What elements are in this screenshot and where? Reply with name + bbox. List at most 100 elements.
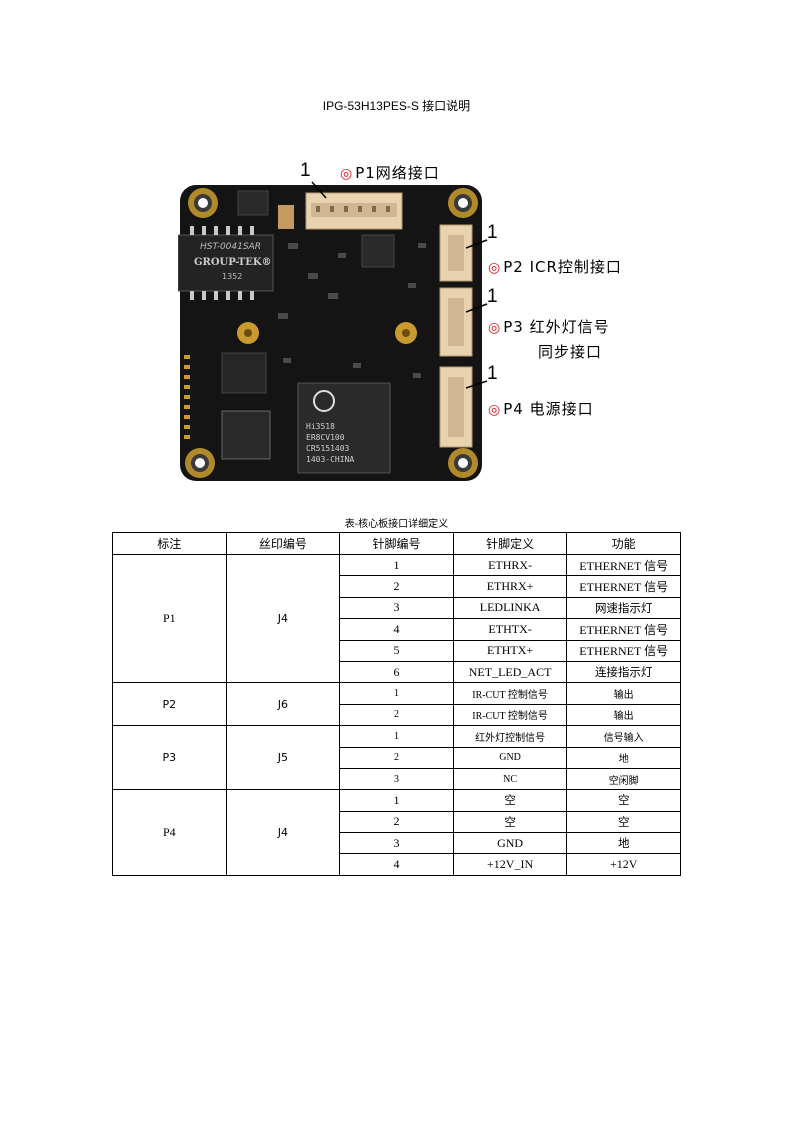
- definition-cell: IR-CUT 控制信号: [452, 703, 568, 727]
- header-definition: 针脚定义: [452, 532, 568, 555]
- pin-cell: 2: [339, 703, 454, 727]
- p4-connector: [439, 366, 473, 448]
- table-row: 4 +12V_IN +12V: [113, 853, 681, 876]
- silk-cell: J6: [225, 682, 341, 727]
- table-row: 2 IR-CUT 控制信号 输出: [113, 703, 681, 727]
- pin-cell: 6: [339, 660, 454, 684]
- table-row: P2 J6 1 IR-CUT 控制信号 输出: [112, 682, 681, 727]
- soc-chip: Hi3518 ER8CV100 CR5151403 1403-CHINA: [297, 382, 391, 474]
- pin-cell: 1: [339, 682, 454, 705]
- function-cell: ETHERNET 信号: [566, 639, 681, 662]
- table-row: 2 空 空: [113, 810, 681, 834]
- definition-cell: ETHTX+: [452, 639, 568, 662]
- table-row: P3 J5 1 红外灯控制信号 信号输入: [112, 725, 681, 791]
- chip-mid-right: [361, 234, 395, 268]
- pin-1-marker-p4: 1: [487, 363, 498, 384]
- table-header-row: 标注 丝印编号 针脚编号 针脚定义 功能: [112, 532, 681, 555]
- mark-cell: P4: [112, 789, 227, 876]
- capacitor-top: [278, 205, 294, 229]
- p1-connector: [305, 192, 403, 230]
- lan-transformer: HST-0041SAR GROUP-TEK® 1352: [177, 226, 274, 300]
- definition-cell: 空: [452, 789, 568, 812]
- function-cell: 输出: [566, 682, 681, 705]
- callout-p1-label: P1网络接口: [355, 164, 440, 182]
- chip-small-top: [237, 190, 269, 216]
- definition-cell: ETHRX+: [452, 575, 568, 598]
- pin-cell: 1: [339, 789, 454, 812]
- function-cell: 空: [566, 810, 681, 834]
- definition-cell: NC: [452, 767, 568, 791]
- table-row: 2 ETHRX+ ETHERNET 信号: [113, 575, 681, 598]
- callout-p3-line2: 同步接口: [538, 343, 603, 361]
- smd-components: [278, 243, 426, 378]
- callout-p2: ◎P2 ICR控制接口: [488, 256, 622, 277]
- table-row: 3 LEDLINKA 网速指示灯: [113, 596, 681, 620]
- pin-cell: 2: [339, 810, 454, 834]
- function-cell: 空闲脚: [566, 767, 681, 791]
- function-cell: 地: [566, 832, 681, 855]
- function-cell: ETHERNET 信号: [566, 575, 681, 598]
- p3-connector: [439, 287, 473, 357]
- function-cell: 输出: [566, 703, 681, 727]
- header-silk: 丝印编号: [225, 532, 341, 555]
- table-row: 2 GND 地: [113, 746, 681, 769]
- function-cell: 信号输入: [566, 725, 681, 748]
- target-icon: ◎: [340, 166, 354, 182]
- pin-cell: 3: [339, 767, 454, 791]
- function-cell: 空: [566, 789, 681, 812]
- target-icon: ◎: [488, 320, 502, 336]
- definition-cell: ETHTX-: [452, 618, 568, 641]
- pin-cell: 4: [339, 853, 454, 876]
- callout-p1: ◎P1网络接口: [340, 162, 440, 183]
- pin-cell: 3: [339, 832, 454, 855]
- chip-qfn: [221, 410, 271, 460]
- callout-p2-label: P2 ICR控制接口: [503, 258, 622, 276]
- leader-p1: [311, 181, 327, 199]
- transformer-text-3: 1352: [222, 272, 242, 281]
- target-icon: ◎: [488, 260, 502, 276]
- silk-cell: J5: [225, 725, 341, 791]
- silk-cell: J4: [225, 553, 341, 684]
- definition-cell: +12V_IN: [452, 853, 568, 876]
- transformer-text-2: GROUP-TEK®: [194, 257, 272, 268]
- definition-cell: LEDLINKA: [452, 596, 568, 620]
- board-photo: HST-0041SAR GROUP-TEK® 1352: [177, 183, 488, 483]
- callout-p4: ◎P4 电源接口: [488, 398, 594, 419]
- leader-p4: [465, 380, 488, 389]
- function-cell: ETHERNET 信号: [566, 553, 681, 577]
- chip-left-mid: [221, 352, 267, 394]
- mounting-hole-tl: [188, 188, 218, 218]
- function-cell: 地: [566, 746, 681, 769]
- pin-cell: 5: [339, 639, 454, 662]
- pin-cell: 2: [339, 746, 454, 769]
- p2-connector: [439, 224, 473, 282]
- target-icon: ◎: [488, 402, 502, 418]
- definition-cell: 红外灯控制信号: [452, 725, 568, 748]
- mounting-hole-tr: [448, 188, 478, 218]
- header-mark: 标注: [112, 532, 227, 555]
- function-cell: 连接指示灯: [566, 660, 681, 684]
- leader-p2: [465, 239, 488, 249]
- pin-1-marker-p3: 1: [487, 286, 498, 307]
- mounting-hole-bl: [185, 448, 215, 478]
- definition-cell: IR-CUT 控制信号: [452, 682, 568, 705]
- mark-cell: P2: [112, 682, 227, 727]
- pin-cell: 4: [339, 618, 454, 641]
- definition-cell: GND: [452, 746, 568, 769]
- pin-cell: 3: [339, 596, 454, 620]
- mark-cell: P3: [112, 725, 227, 791]
- table-row: 3 GND 地: [113, 832, 681, 855]
- soc-text-1: Hi3518: [306, 422, 335, 431]
- header-pin: 针脚编号: [339, 532, 454, 555]
- table-row: P1 J4 1 ETHRX- ETHERNET 信号: [112, 553, 681, 684]
- soc-text-3: CR5151403: [306, 444, 350, 453]
- soc-text-2: ER8CV100: [306, 433, 345, 442]
- pin-cell: 1: [339, 553, 454, 577]
- transformer-text-1: HST-0041SAR: [200, 242, 261, 252]
- function-cell: +12V: [566, 853, 681, 876]
- function-cell: ETHERNET 信号: [566, 618, 681, 641]
- header-function: 功能: [566, 532, 681, 555]
- edge-pads-left: [184, 355, 190, 439]
- table-row: 6 NET_LED_ACT 连接指示灯: [113, 660, 681, 684]
- table-caption: 表-核心板接口详细定义: [344, 519, 449, 530]
